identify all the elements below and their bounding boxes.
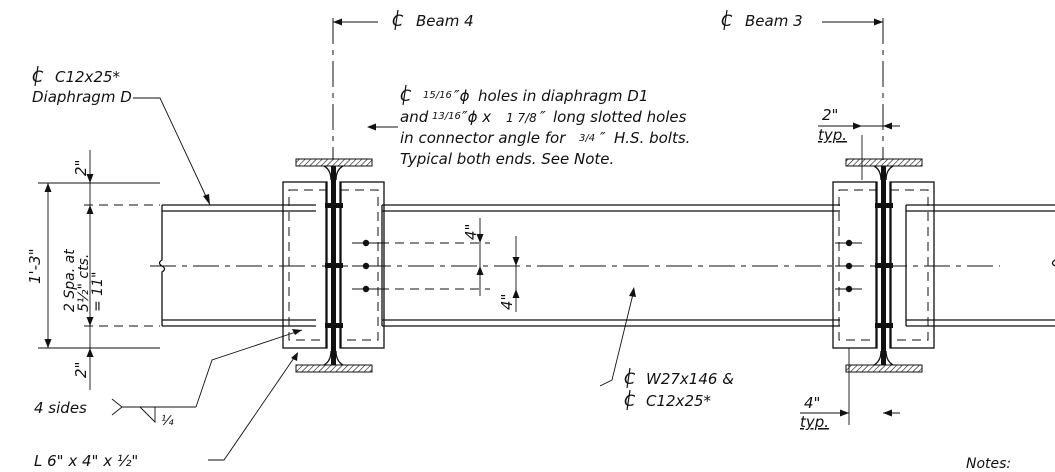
holes-note-line3b: H.S. bolts. xyxy=(614,129,690,147)
svg-text:C: C xyxy=(392,11,404,30)
beam3-bolts xyxy=(835,203,893,328)
beam3-label: Beam 3 xyxy=(745,12,803,30)
dim-bolt-spacing xyxy=(380,218,520,312)
dim-4in-typ-note: typ. xyxy=(800,413,829,431)
diaphragm-label-line1: C12x25* xyxy=(55,68,121,86)
fraction-3-4: 3/4 xyxy=(579,133,595,144)
w27-label-line1: W27x146 & xyxy=(646,370,734,388)
centerline-icon: C xyxy=(721,9,733,31)
holes-note-line1: holes in diaphragm D1 xyxy=(478,87,648,105)
centerline-icon: C xyxy=(400,84,412,106)
diameter-icon: ″ϕ x xyxy=(462,108,491,126)
svg-text:C: C xyxy=(400,86,412,105)
holes-note-line3: in connector angle for xyxy=(400,129,566,147)
dim-4in-b-value: 4" xyxy=(498,294,516,310)
dim-spacing-line2: 5½" cts. xyxy=(76,254,92,312)
inch-mark: ″ xyxy=(600,129,606,147)
beam4-bolts xyxy=(325,203,380,328)
dim-2in-top-value: 2" xyxy=(72,160,90,176)
holes-note-and: and xyxy=(400,108,429,126)
dim-2in-typ xyxy=(818,122,900,180)
angle-leader xyxy=(208,354,297,461)
weld-size-label: ¼ xyxy=(161,414,174,429)
centerline-icon: C xyxy=(624,367,636,389)
dim-4in-a-value: 4" xyxy=(462,224,480,240)
weld-sides-label: 4 sides xyxy=(34,399,87,417)
dim-spacing-line3: = 11" xyxy=(90,272,106,312)
svg-text:C: C xyxy=(624,391,636,410)
dim-4in-typ xyxy=(800,348,900,425)
diameter-icon: ″ϕ xyxy=(454,87,470,105)
holes-note-line4: Typical both ends. See Note. xyxy=(400,150,614,168)
dim-2in-bot-value: 2" xyxy=(72,362,90,378)
svg-text:C: C xyxy=(32,67,44,86)
dim-4in-typ-value: 4" xyxy=(804,394,820,412)
centerline-icon: C xyxy=(624,389,636,411)
inch-mark: ″ xyxy=(540,108,546,126)
beam4-centerline xyxy=(332,18,378,160)
centerline-icon: C xyxy=(32,65,44,87)
centerline-icon: C xyxy=(392,9,404,31)
diaphragm-label-line2: Diaphragm D xyxy=(32,88,132,106)
w27-leader xyxy=(599,289,635,387)
dim-2in-typ-value: 2" xyxy=(822,106,838,124)
fraction-1-7-8: 1 7/8 xyxy=(506,111,537,125)
dim-depth xyxy=(38,150,160,390)
weld-symbol xyxy=(111,329,303,424)
diaphragm-leader xyxy=(133,97,211,206)
notes-heading: Notes: xyxy=(966,456,1011,472)
fraction-15-16: 15/16 xyxy=(423,90,452,101)
svg-text:C: C xyxy=(721,11,733,30)
dim-2in-typ-note: typ. xyxy=(818,126,847,144)
beam3-centerline xyxy=(822,18,884,160)
w27-label-line2: C12x25* xyxy=(646,392,712,410)
fraction-13-16: 13/16 xyxy=(432,111,461,122)
beam4-label: Beam 4 xyxy=(416,12,474,30)
dim-depth-value: 1'-3" xyxy=(26,248,44,284)
holes-note-line2: long slotted holes xyxy=(553,108,687,126)
dim-spacing-line1: 2 Spa. at xyxy=(62,249,78,312)
angle-label: L 6" x 4" x ½" xyxy=(34,452,138,470)
svg-text:C: C xyxy=(624,369,636,388)
